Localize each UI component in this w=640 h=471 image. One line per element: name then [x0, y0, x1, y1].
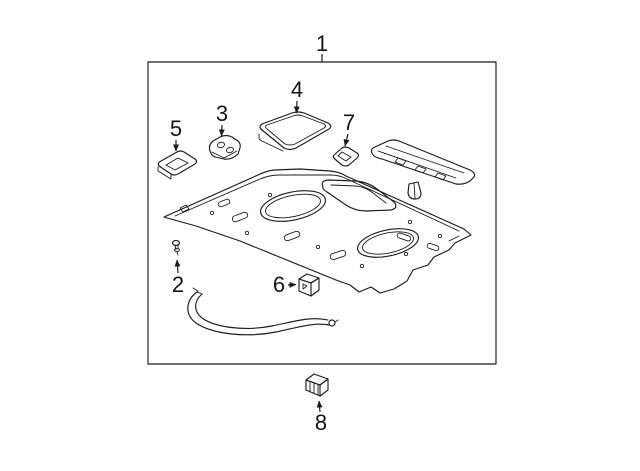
callout-7-arrow: [343, 133, 350, 147]
callout-7[interactable]: 7: [343, 110, 355, 147]
callout-2[interactable]: 2: [172, 259, 184, 297]
callout-3[interactable]: 3: [216, 101, 228, 137]
callout-8-label[interactable]: 8: [315, 410, 327, 435]
callout-4-arrow: [293, 100, 300, 114]
part-2-retainer-pin: [171, 239, 181, 256]
part-8-clip: [305, 373, 329, 397]
callout-3-label[interactable]: 3: [216, 101, 228, 126]
right-side-bracket: [370, 139, 476, 200]
callout-6-label[interactable]: 6: [273, 272, 285, 297]
callout-1[interactable]: 1: [316, 31, 328, 62]
callout-2-arrow: [174, 259, 181, 274]
part-4-grille-panel: [258, 111, 332, 152]
callout-6-arrow: [287, 281, 297, 288]
callout-8[interactable]: 8: [315, 400, 327, 435]
part-5-vent-bezel: [157, 150, 198, 180]
part-6-clip: [298, 273, 320, 297]
package-tray-panel: [163, 168, 472, 294]
callout-4[interactable]: 4: [291, 77, 303, 114]
part-7-clip: [332, 146, 360, 167]
part-3-bracket: [208, 134, 241, 160]
callout-4-label[interactable]: 4: [291, 77, 303, 102]
callout-1-label[interactable]: 1: [316, 31, 328, 56]
callout-8-arrow: [316, 400, 323, 413]
wire-harness: [187, 287, 339, 336]
callout-7-label[interactable]: 7: [343, 110, 355, 135]
callout-2-label[interactable]: 2: [172, 272, 184, 297]
callout-6[interactable]: 6: [273, 272, 297, 297]
callout-5-label[interactable]: 5: [170, 116, 182, 141]
callout-3-arrow: [218, 124, 225, 137]
callout-5[interactable]: 5: [170, 116, 182, 152]
